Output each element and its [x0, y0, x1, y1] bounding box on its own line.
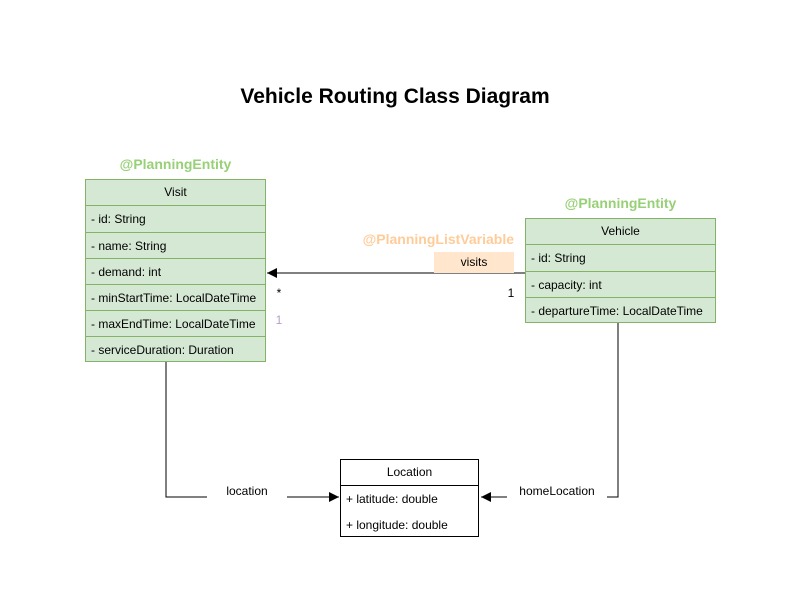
vehicle-attribute-id: - id: String [531, 251, 586, 265]
visit-planning-entity-annotation: @PlanningEntity [119, 156, 232, 172]
vehicle-attribute-departuretime: - departureTime: LocalDateTime [526, 297, 715, 322]
vehicle-planning-entity-annotation: @PlanningEntity [564, 195, 677, 211]
visit-attribute-maxendtime: - maxEndTime: LocalDateTime [86, 310, 265, 336]
location-attribute-longitude: + longitude: double [346, 518, 448, 532]
visit-attribute-name: - name: String [86, 232, 265, 258]
visits-secondary-multiplicity: 1 [275, 313, 283, 327]
visits-target-multiplicity: * [276, 286, 282, 300]
homelocation-edge-label: homeLocation [507, 484, 607, 498]
edge-vehicle-homelocation [481, 323, 619, 502]
visit-attribute-minstarttime: - minStartTime: LocalDateTime [86, 284, 265, 310]
planning-list-variable-annotation: @PlanningListVariable [362, 231, 514, 247]
vehicle-class: Vehicle - id: String - capacity: int - d… [525, 218, 716, 323]
visit-class-name: Visit [86, 180, 265, 206]
visits-source-multiplicity: 1 [507, 286, 515, 300]
visit-class: Visit - id: String - name: String - dema… [85, 179, 266, 362]
vehicle-attribute-capacity: - capacity: int [526, 271, 715, 297]
diagram-title: Vehicle Routing Class Diagram [240, 85, 550, 108]
visit-attribute-id: - id: String [91, 212, 146, 226]
location-attribute-latitude: + latitude: double [346, 492, 438, 506]
visit-attribute-serviceduration: - serviceDuration: Duration [86, 336, 265, 361]
vehicle-class-name: Vehicle [526, 219, 715, 245]
location-class-name: Location [341, 460, 478, 486]
location-edge-label: location [207, 484, 287, 498]
edge-visit-location [165, 362, 339, 502]
visits-edge-label: visits [434, 252, 514, 273]
location-class: Location + latitude: double + longitude:… [340, 459, 479, 537]
visit-attribute-demand: - demand: int [86, 258, 265, 284]
